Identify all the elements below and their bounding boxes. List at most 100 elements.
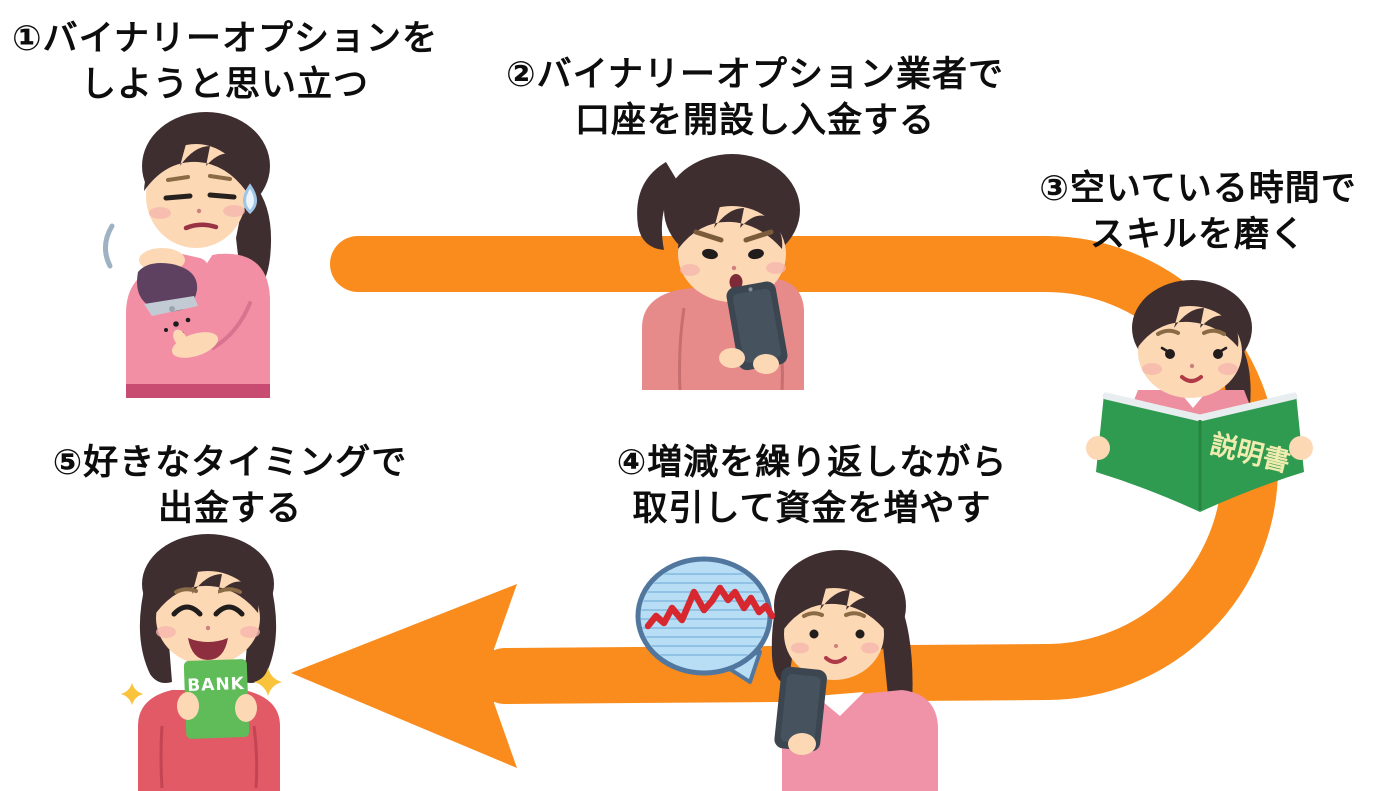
smile-mouth <box>1180 375 1203 383</box>
step-2-line-1: ②バイナリーオプション業者で <box>506 55 1004 95</box>
laughing-mouth <box>188 638 228 660</box>
nose <box>731 265 737 271</box>
illustration-step3-reading-woman: 説明書 <box>1086 280 1313 512</box>
blush-right <box>766 262 786 274</box>
page-edge-right <box>1196 392 1298 422</box>
face <box>156 571 260 665</box>
nose <box>834 644 838 648</box>
step-1-label: ①バイナリーオプションを しようと思い立つ <box>0 16 450 108</box>
sparkle-right-icon <box>254 668 282 696</box>
hand-right <box>753 354 779 374</box>
bangs <box>784 588 885 629</box>
arrow-bottom-band <box>477 644 1074 704</box>
step-3-line-1: ③空いている時間で <box>1039 169 1357 209</box>
illustration-step5-bankbook-woman: BANK <box>120 534 282 791</box>
hand-right <box>235 694 257 722</box>
step-5-line-2: 出金する <box>157 489 302 530</box>
price-chart-zigzag-icon <box>644 584 776 630</box>
wallet-clasp <box>144 296 198 316</box>
bankbook-label: BANK <box>187 674 245 696</box>
happy-eye-left <box>171 604 203 617</box>
eye-left <box>702 248 718 260</box>
eyebrow-left <box>802 611 824 618</box>
white-collar <box>816 692 864 716</box>
eye-right <box>855 629 865 639</box>
hand-left <box>177 692 199 720</box>
eyebrow-right <box>844 611 866 618</box>
eyebrow-right <box>208 174 232 181</box>
bangs <box>144 144 247 191</box>
bangs <box>1138 306 1239 347</box>
sweater-hem <box>126 384 270 398</box>
eyebrow-left <box>166 175 190 182</box>
step-3-label: ③空いている時間で スキルを磨く <box>1015 166 1381 258</box>
step-2-line-2: 口座を開設し入金する <box>574 101 935 142</box>
shake-motion-line-icon <box>103 223 115 269</box>
eyelash-left <box>1160 346 1169 353</box>
blush-left <box>149 207 171 219</box>
sad-mouth <box>183 222 219 231</box>
bankbook-icon <box>183 659 250 739</box>
smartphone-screen <box>780 673 821 745</box>
step-4-line-2: 取引して資金を増やす <box>632 489 992 530</box>
step-5-label: ⑤好きなタイミングで 出金する <box>30 440 430 532</box>
eye-right <box>748 248 764 260</box>
hand-left <box>1086 436 1110 460</box>
hand-right <box>1289 436 1313 460</box>
eyebrow-left <box>174 587 198 594</box>
step-3-line-2: スキルを磨く <box>1089 215 1306 256</box>
face <box>784 588 884 680</box>
eyebrow-right <box>1202 328 1226 336</box>
nose <box>1189 363 1195 369</box>
hand-left <box>719 348 745 368</box>
arrow-head-icon <box>291 584 517 768</box>
page-edge-left <box>1102 392 1204 422</box>
illustration-step2-smartphone-woman <box>637 154 804 390</box>
open-mouth <box>729 274 743 290</box>
arm-fold-left <box>159 725 164 789</box>
ponytail <box>637 162 678 250</box>
price-chart-speech-bubble <box>635 556 776 684</box>
nose <box>205 625 211 631</box>
eye-right-closed <box>207 192 237 200</box>
hand-on-phone <box>788 733 816 755</box>
happy-eye-right <box>213 604 245 617</box>
eyebrow-left <box>1156 328 1180 336</box>
smartphone-screen <box>732 288 781 363</box>
blush-left <box>156 626 176 638</box>
nose <box>196 208 202 214</box>
eye-left-closed <box>163 193 193 201</box>
face <box>146 144 246 248</box>
step-2-label: ②バイナリーオプション業者で 口座を開設し入金する <box>495 52 1015 144</box>
blush-left <box>791 642 809 654</box>
bangs <box>156 572 259 613</box>
blush-right <box>861 642 879 654</box>
wallet-clasp-knob <box>169 306 175 312</box>
angry-eyebrow-left <box>693 229 724 243</box>
bangs <box>678 206 783 249</box>
blush-left <box>680 264 700 276</box>
arm-fold-right <box>252 725 259 789</box>
illustration-step4-chart-woman <box>635 550 938 791</box>
sparkle-left-icon <box>120 682 144 706</box>
illustration-step1-empty-wallet-woman <box>103 112 272 398</box>
smartphone-camera-dot <box>748 287 753 292</box>
step-4-label: ④増減を繰り返しながら 取引して資金を増やす <box>592 440 1032 532</box>
step-1-line-1: ①バイナリーオプションを <box>12 19 438 59</box>
blush-right <box>1218 363 1238 375</box>
blush-left <box>1142 363 1162 375</box>
eyelash-right <box>1219 346 1228 353</box>
angry-eyebrow-right <box>743 229 774 243</box>
sweat-drop-icon <box>243 183 257 215</box>
smile-mouth <box>824 656 847 664</box>
step-5-line-1: ⑤好きなタイミングで <box>52 443 408 483</box>
manual-book-right-cover <box>1200 394 1304 512</box>
cardigan-line-left <box>678 307 686 390</box>
arm-fold-line <box>211 301 252 350</box>
eyebrow-right <box>218 587 242 594</box>
step-4-line-1: ④増減を繰り返しながら <box>616 443 1008 483</box>
blush-right <box>240 626 260 638</box>
blush-right <box>223 205 245 217</box>
step-1-line-2: しようと思い立つ <box>80 65 369 106</box>
